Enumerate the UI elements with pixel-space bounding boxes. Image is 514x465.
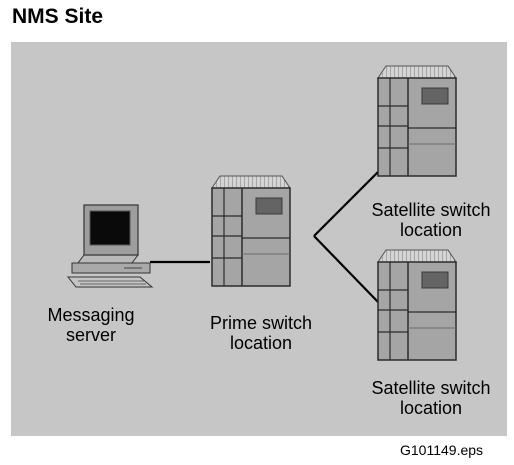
label-line: location bbox=[399, 398, 463, 418]
figure-code: G101149.eps bbox=[400, 442, 484, 458]
diagram-title: NMS Site bbox=[12, 5, 104, 28]
label-line: location bbox=[399, 220, 463, 240]
label-line: Messaging bbox=[47, 305, 135, 325]
prime-switch-cabinet-icon bbox=[211, 175, 291, 287]
satellite-switch-bottom-label: Satellite switch location bbox=[356, 378, 506, 418]
label-line: Prime switch bbox=[209, 313, 312, 333]
satellite-switch-cabinet-icon bbox=[377, 65, 457, 177]
satellite-switch-top-label: Satellite switch location bbox=[356, 200, 506, 240]
computer-icon bbox=[66, 204, 154, 288]
label-line: Satellite switch bbox=[371, 200, 491, 220]
label-line: server bbox=[65, 325, 116, 345]
prime-to-satellite-top-link bbox=[313, 171, 379, 237]
satellite-switch-cabinet-icon bbox=[377, 249, 457, 361]
label-line: location bbox=[229, 333, 293, 353]
label-line: Satellite switch bbox=[371, 378, 491, 398]
prime-to-satellite-bottom-link bbox=[313, 235, 379, 303]
prime-switch-label: Prime switch location bbox=[196, 313, 326, 353]
messaging-server-label: Messaging server bbox=[36, 305, 146, 345]
